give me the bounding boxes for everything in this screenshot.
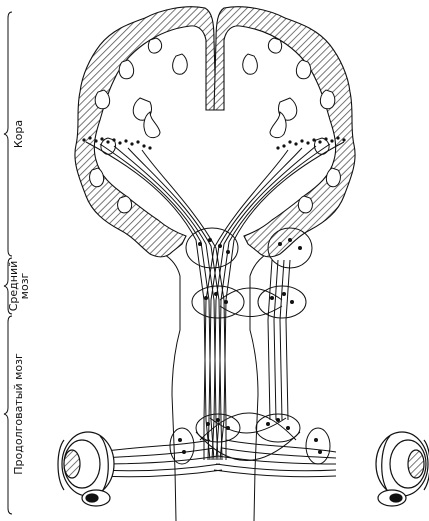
midbrain-nucleus-right-upper [267,227,313,269]
midbrain-label-line2: мозг [18,272,31,299]
region-brackets [3,11,13,515]
medulla-nucleus-right [255,413,301,443]
medulla-bracket [3,315,13,515]
cortex-bracket [3,11,13,257]
right-eye-icon [375,431,429,507]
midbrain-nucleus-left-upper [185,227,239,269]
medulla-label: Продолговатый мозг [12,353,25,475]
left-eye-icon [57,431,115,507]
brainstem-outline [159,251,271,521]
medulla-nucleus-far-right [305,427,331,465]
left-hemisphere [74,6,217,258]
midbrain-bracket [3,257,13,315]
medulla-nucleus-far-left [169,427,195,465]
midbrain-nucleus-left-lower [191,285,245,319]
nucleus-cells [178,238,322,454]
right-hemisphere [213,6,356,258]
nuclei [169,227,331,465]
medulla-nucleus-left [195,413,241,443]
right-descending-fibres [267,259,291,421]
cortex-label: Кора [12,120,25,148]
cortex-cell-rows [82,136,346,150]
right-fibre-bundle [203,141,345,461]
midbrain-label-line1: Средний [7,261,20,312]
